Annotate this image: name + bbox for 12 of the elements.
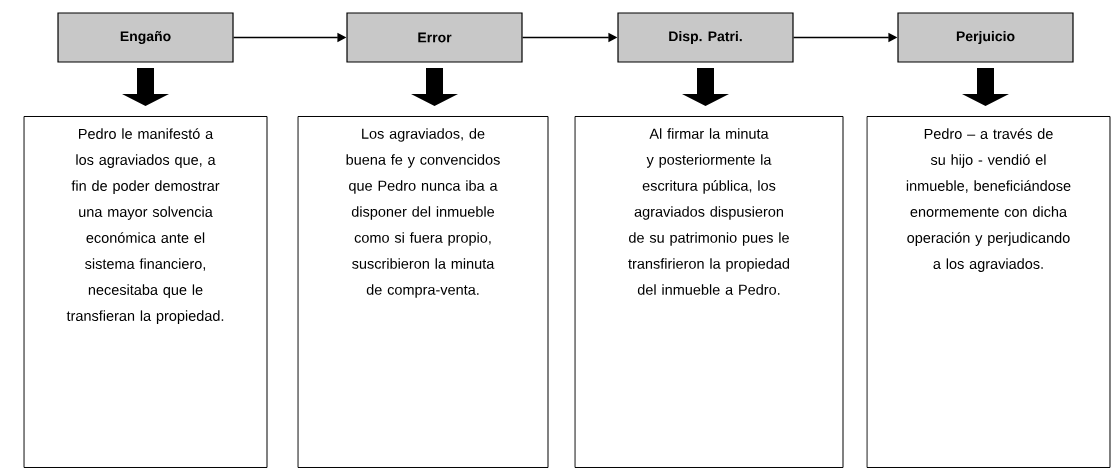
- block-arrow: [411, 68, 458, 106]
- header-box: Disp. Patri.: [617, 12, 794, 63]
- text-box: Pedro le manifestó a los agraviados que, a fin de poder demostrar una mayor solvencia económica ante el sistema financiero, necesitaba que le transfieran la propiedad.: [23, 116, 268, 468]
- text-box: Al firmar la minuta y posteriormente la escritura pública, los agraviados dispusieron de su patrimonio pues le transfirieron la propiedad del inmueble a Pedro.: [574, 116, 844, 468]
- block-arrow: [122, 68, 169, 106]
- block-arrow: [962, 68, 1009, 106]
- header-box: Perjuicio: [897, 12, 1074, 63]
- text-box: Los agraviados, de buena fe y convencidos que Pedro nunca iba a disponer del inmueble como si fuera propio, suscribieron la minuta de compra-venta.: [297, 116, 549, 468]
- block-arrow: [682, 68, 729, 106]
- header-box: Engaño: [57, 12, 234, 63]
- header-box: Error: [346, 12, 523, 63]
- text-box: Pedro – a través de su hijo - vendió el inmueble, beneficiándose enormemente con dicha operación y perjudicando a los agraviados.: [866, 116, 1111, 468]
